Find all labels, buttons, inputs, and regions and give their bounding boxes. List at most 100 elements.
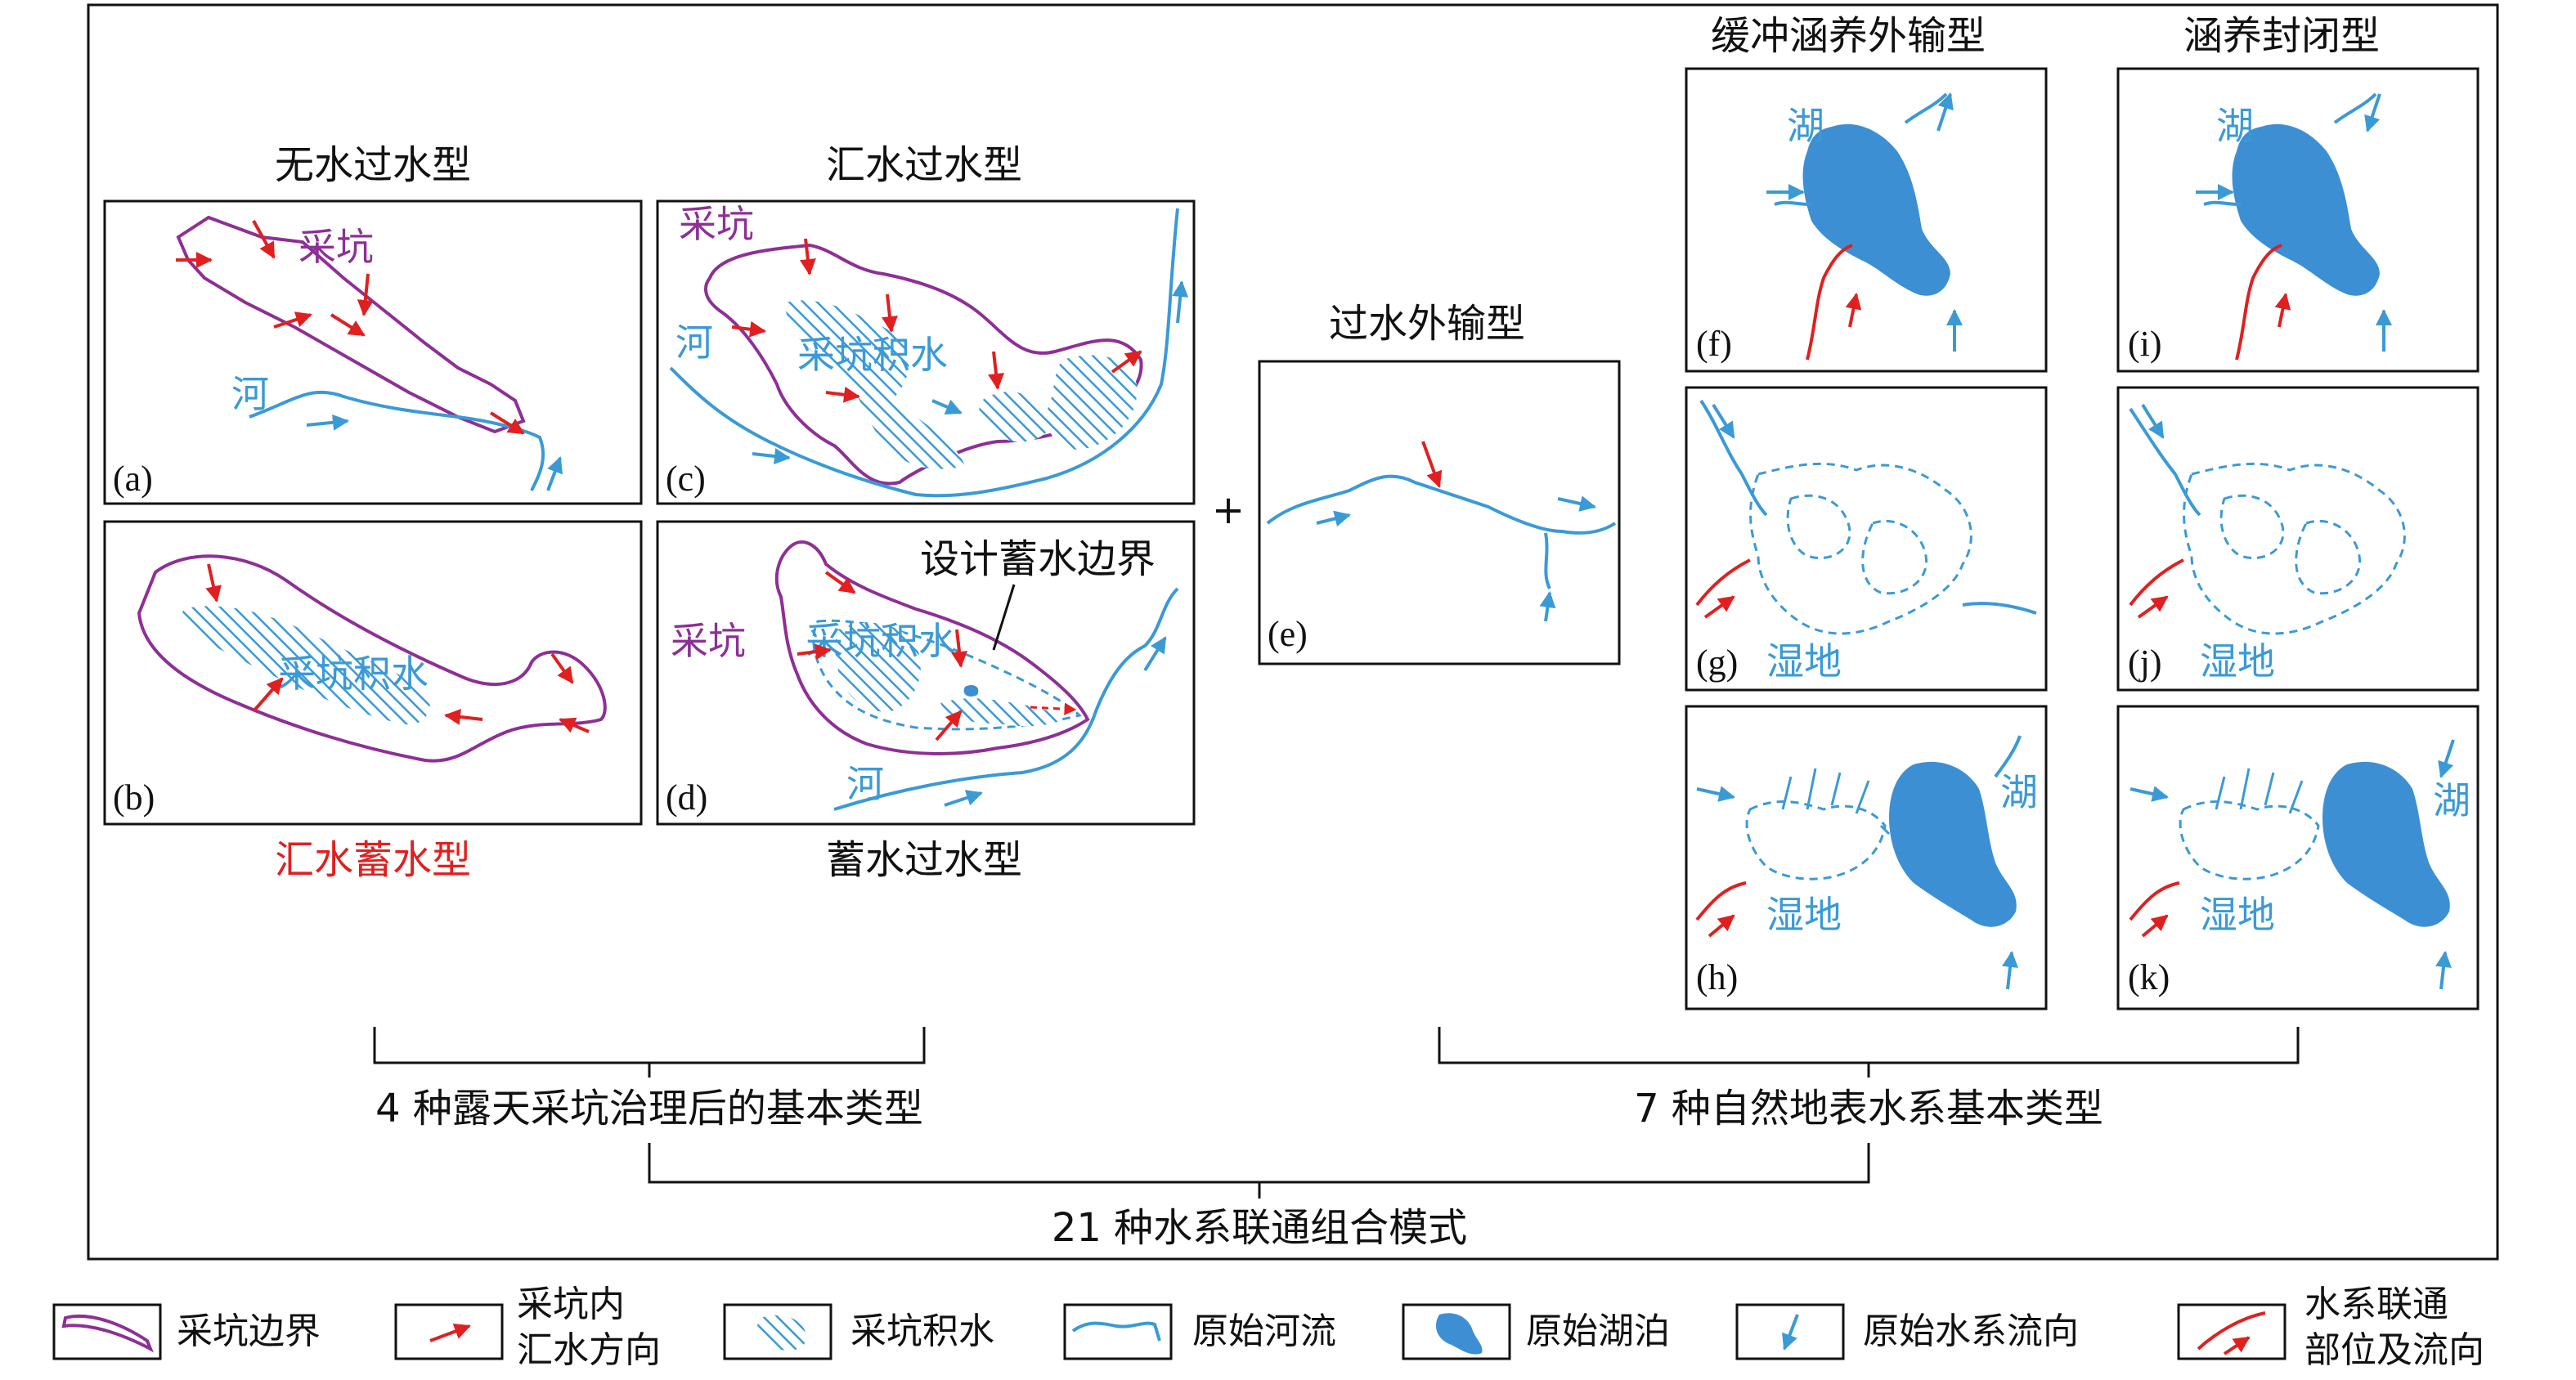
- flow-arrow-blue: [2002, 951, 2018, 990]
- flow-arrow-red: [988, 351, 1004, 390]
- panel-h: 湖 湿地 (h): [1685, 705, 2048, 1010]
- flow-arrow-red: [489, 411, 525, 435]
- panel-e: 过水外输型 (e): [1258, 301, 1621, 665]
- flow-arrow-red: [205, 563, 222, 603]
- flow-arrow-red: [797, 643, 832, 661]
- panel-g-wetland-label: 湿地: [1766, 639, 1842, 683]
- legend-connection-line1: 水系联通: [2304, 1284, 2448, 1325]
- connection-arrow-icon: [2223, 1336, 2251, 1355]
- boundary-leader-line: [992, 584, 1016, 651]
- river-icon: [1071, 1321, 1161, 1342]
- pit-boundary: [176, 215, 526, 434]
- flow-arrow-red: [824, 571, 856, 594]
- wetland-area: [2219, 494, 2285, 560]
- lake-icon: [2232, 123, 2380, 296]
- legend-flow: 原始水系流向: [1863, 1311, 2079, 1352]
- panel-k-wetland-label: 湿地: [2200, 893, 2275, 937]
- flow-arrow-red: [731, 320, 766, 338]
- pit-water: [182, 606, 430, 725]
- panel-d-water-label: 采坑积水: [806, 619, 956, 663]
- panel-c-pit-label: 采坑: [679, 202, 754, 246]
- river: [1699, 399, 1768, 517]
- pit-water: [785, 300, 965, 469]
- flow-arrow-blue: [1539, 591, 1556, 622]
- panel-b-title: 汇水蓄水型: [275, 837, 471, 883]
- panel-a-river-label: 河: [231, 372, 269, 416]
- panel-i: 涵养封闭型 湖 (i): [2116, 13, 2480, 373]
- panel-d-frame: [656, 520, 1196, 826]
- flow-arrow-red: [444, 709, 483, 725]
- flow-arrow-blue: [2364, 93, 2381, 132]
- connection-line: [2129, 881, 2180, 921]
- panel-a-title: 无水过水型: [275, 142, 471, 188]
- wetland-area: [2295, 519, 2361, 595]
- bottom-bracket: [648, 1143, 1870, 1199]
- flow-arrow-red: [357, 273, 374, 316]
- panel-j-frame: [2116, 386, 2480, 692]
- river: [669, 208, 1179, 498]
- panel-h-wetland-label: 湿地: [1766, 893, 1842, 937]
- panel-d-pit-label: 采坑: [671, 619, 746, 663]
- red-arrow-icon: [429, 1323, 471, 1342]
- river: [2129, 407, 2201, 517]
- panel-d-title: 蓄水过水型: [826, 837, 1022, 883]
- connection-line: [2235, 244, 2282, 361]
- flow-arrow-blue: [546, 456, 563, 491]
- panel-i-letter: (i): [2128, 324, 2162, 364]
- panel-f-lake-label: 湖: [1787, 104, 1824, 148]
- flow-arrow-red: [1421, 441, 1443, 488]
- panel-j-wetland-label: 湿地: [2200, 639, 2275, 683]
- legend-connection-line2: 部位及流向: [2304, 1329, 2484, 1371]
- flow-arrow-red: [1111, 350, 1142, 374]
- flow-arrow-red: [825, 386, 860, 403]
- flow-arrow-blue: [1172, 280, 1189, 324]
- wetland-area: [1861, 519, 1928, 595]
- river: [249, 390, 545, 491]
- plus-sign: +: [1212, 487, 1245, 533]
- flow-arrow-blue: [931, 399, 963, 415]
- river: [2333, 92, 2377, 124]
- flow-arrow-red: [935, 710, 963, 742]
- panel-b: 采坑积水 (b) 汇水蓄水型: [103, 520, 643, 883]
- flow-arrow-blue: [306, 414, 349, 431]
- river: [1781, 768, 1891, 836]
- panel-e-title: 过水外输型: [1329, 301, 1525, 347]
- pit-water: [963, 685, 979, 697]
- panel-f-letter: (f): [1696, 324, 1732, 364]
- panel-c-river-label: 河: [675, 320, 713, 365]
- panel-d-letter: (d): [666, 777, 707, 818]
- panel-j: 湿地 (j): [2116, 386, 2480, 692]
- river: [1774, 200, 1812, 206]
- panel-k-lake-label: 湖: [2433, 778, 2471, 822]
- wetland-area: [1786, 494, 1851, 560]
- flow-arrow-blue: [1936, 92, 1954, 132]
- flow-arrow-blue: [1557, 495, 1596, 512]
- panel-g: 湿地 (g): [1685, 386, 2048, 692]
- pit-water: [835, 622, 921, 712]
- flow-arrow-red: [273, 311, 312, 329]
- right-bracket: [1438, 1027, 2300, 1078]
- legend-pit-water: 采坑积水: [850, 1311, 994, 1352]
- flow-arrow-red: [559, 717, 590, 733]
- flow-arrow-blue: [2141, 403, 2165, 439]
- panel-j-letter: (j): [2128, 643, 2162, 683]
- flow-arrow-blue: [944, 790, 983, 807]
- pit-water: [940, 698, 1063, 727]
- design-storage-boundary: [812, 619, 1082, 731]
- bracket-tree: 4 种露天采坑治理后的基本类型 7 种自然地表水系基本类型 21 种水系联通组合…: [373, 1027, 2300, 1251]
- flow-arrow-red: [252, 220, 276, 259]
- panel-b-water-label: 采坑积水: [278, 652, 429, 696]
- legend-pit-flow-line2: 汇水方向: [517, 1329, 661, 1371]
- river: [1994, 735, 2022, 778]
- legend-lake: 原始湖泊: [1526, 1311, 1670, 1352]
- lake-icon: [2322, 761, 2450, 927]
- connection-line: [1695, 881, 1747, 921]
- flow-arrow-blue: [2435, 951, 2452, 990]
- panel-a-frame: [103, 199, 643, 505]
- flow-arrow-red: [1030, 702, 1077, 715]
- panel-k-letter: (k): [2128, 957, 2170, 997]
- blue-arrow-icon: [1782, 1314, 1799, 1351]
- bottom-caption: 21 种水系联通组合模式: [1052, 1205, 1467, 1251]
- river: [1962, 602, 2037, 615]
